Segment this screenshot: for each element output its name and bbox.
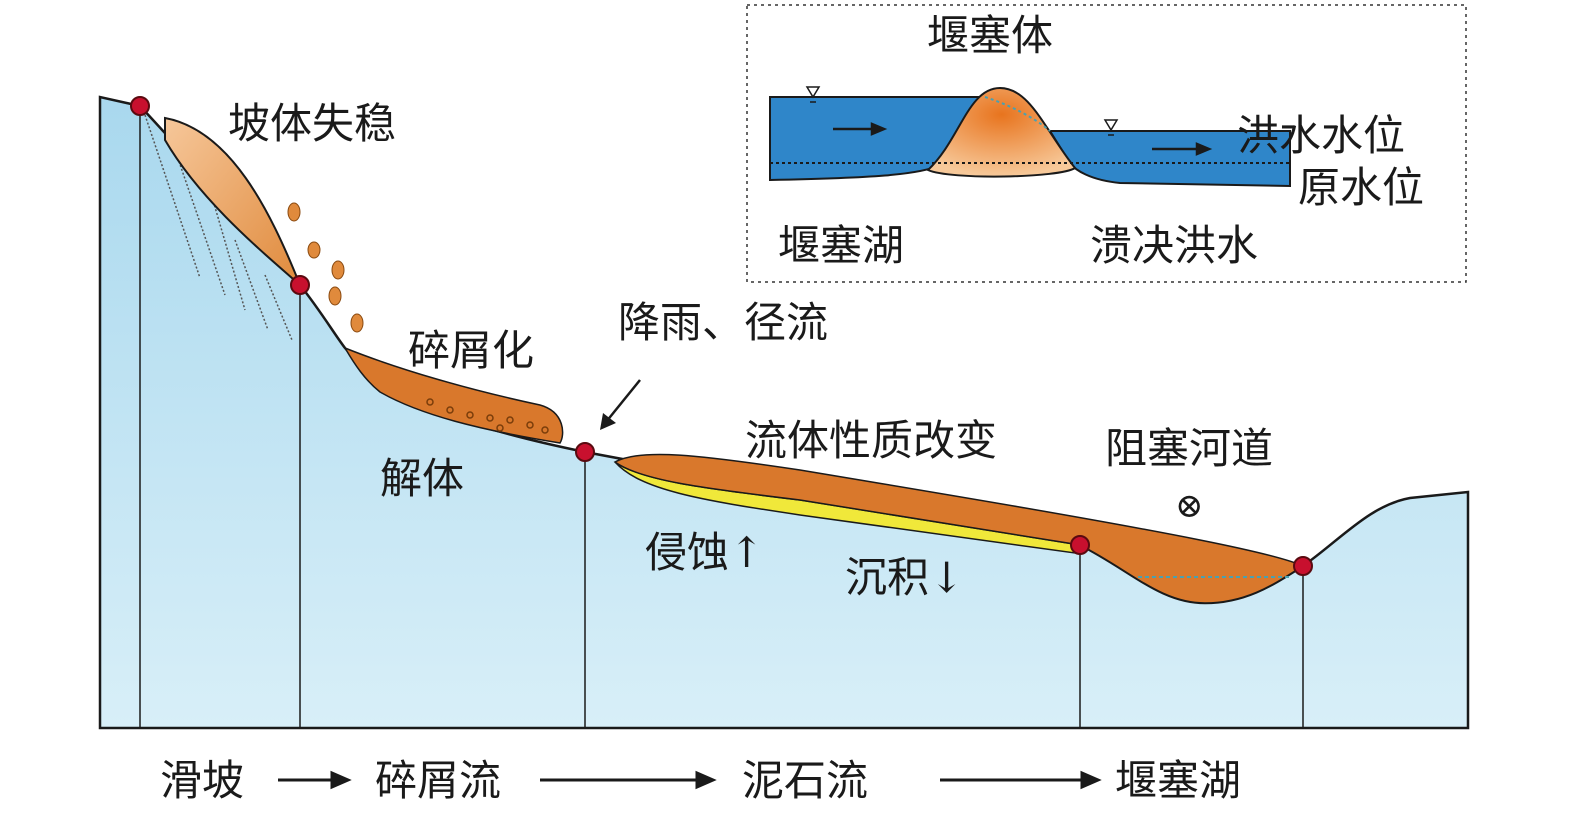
debris-flow-body: [613, 453, 1305, 604]
falling-debris: [287, 202, 364, 333]
stage-dividers: [139, 106, 1304, 728]
seq-landslide: 滑坡: [160, 756, 244, 805]
slip-lines: [144, 114, 293, 341]
stage-nodes: [130, 96, 1313, 576]
label-erosion: 侵蚀↑: [645, 528, 764, 577]
inset-label-dam-body: 堰塞体: [927, 11, 1053, 60]
inset-label-flood-level: 洪水水位: [1237, 111, 1405, 160]
label-deposition: 沉积↓: [845, 553, 964, 602]
label-fluid-change: 流体性质改变: [745, 416, 997, 465]
seq-debris-avalanche: 碎屑流: [375, 756, 501, 805]
label-rainfall-runoff: 降雨、径流: [618, 298, 828, 347]
label-block-river: 阻塞河道: [1105, 424, 1273, 473]
inset-label-original-level: 原水位: [1298, 163, 1424, 212]
label-slope-failure: 坡体失稳: [228, 99, 396, 148]
debris-mass: [343, 346, 564, 444]
rainfall-arrowhead: [600, 413, 616, 430]
seq-debris-flow: 泥石流: [742, 756, 868, 805]
label-disintegration: 解体: [380, 454, 464, 503]
inset-dam-body: [926, 86, 1077, 178]
seq-dammed-lake: 堰塞湖: [1115, 756, 1241, 805]
inset-dam-breach: [746, 4, 1467, 283]
debris-particles: [426, 398, 549, 434]
inset-label-outburst-flood: 溃决洪水: [1090, 221, 1258, 270]
inset-label-dammed-lake: 堰塞湖: [778, 221, 904, 270]
label-fragmentation: 碎屑化: [408, 326, 534, 375]
sequence-arrows: [278, 770, 1102, 790]
block-symbol: ⊗: [1175, 486, 1204, 526]
rainfall-arrow: [605, 379, 641, 423]
